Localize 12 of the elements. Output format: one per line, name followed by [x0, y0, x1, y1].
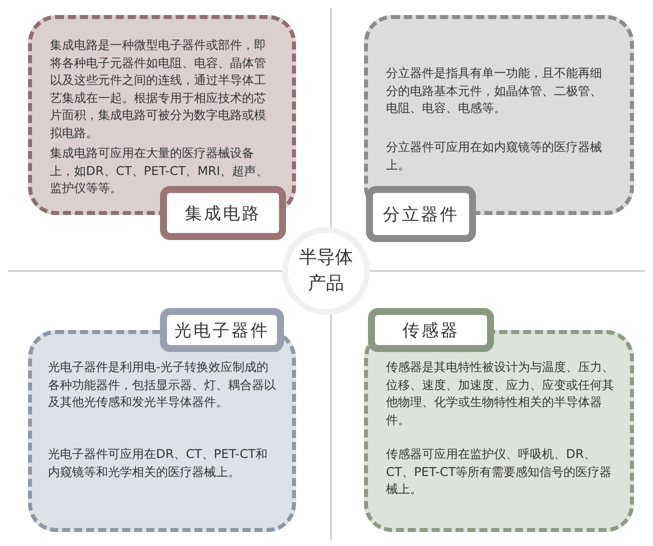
title-tab: 光电子器件 — [160, 308, 284, 352]
title-tab: 传感器 — [368, 308, 494, 352]
title-tab: 集成电路 — [160, 186, 286, 240]
center-circle: 半导体产品 — [282, 227, 370, 315]
paragraph: 分立器件是指具有单一功能，且不能再细分的电路基本元件，如晶体管、二极管、电阻、电容、电感等。 — [386, 65, 603, 117]
paragraph: 光电子器件可应用在DR、CT、PET-CT和内窥镜等和光学相关的医疗器械上。 — [48, 446, 269, 480]
paragraph: 集成电路是一种微型电子器件或部件，即将各种电子元器件如电阻、电容、晶体管以及这些元件之间的连线，通过半导体工艺集成在一起。根据专用于相应技术的芯片面积，集成电路可被分为数字电路或模拟电路。 — [50, 37, 267, 142]
paragraph: 分立器件可应用在如内窥镜等的医疗器械上。 — [386, 139, 603, 174]
title-tab: 分立器件 — [366, 186, 476, 242]
paragraph: 光电子器件是利用电-光子转换效应制成的各种功能器件，包括显示器、灯、耦合器以及其他光传感和发光半导体器件。 — [48, 359, 276, 411]
paragraph: 传感器可应用在监护仪、呼吸机、DR、CT、PET-CT等所有需要感知信号的医疗器械上。 — [386, 446, 613, 498]
paragraph: 传感器是其电特性被设计为与温度、压力、位移、速度、加速度、应力、应变或任何其他物理、化学或生物特性相关的半导体器件。 — [386, 359, 614, 428]
